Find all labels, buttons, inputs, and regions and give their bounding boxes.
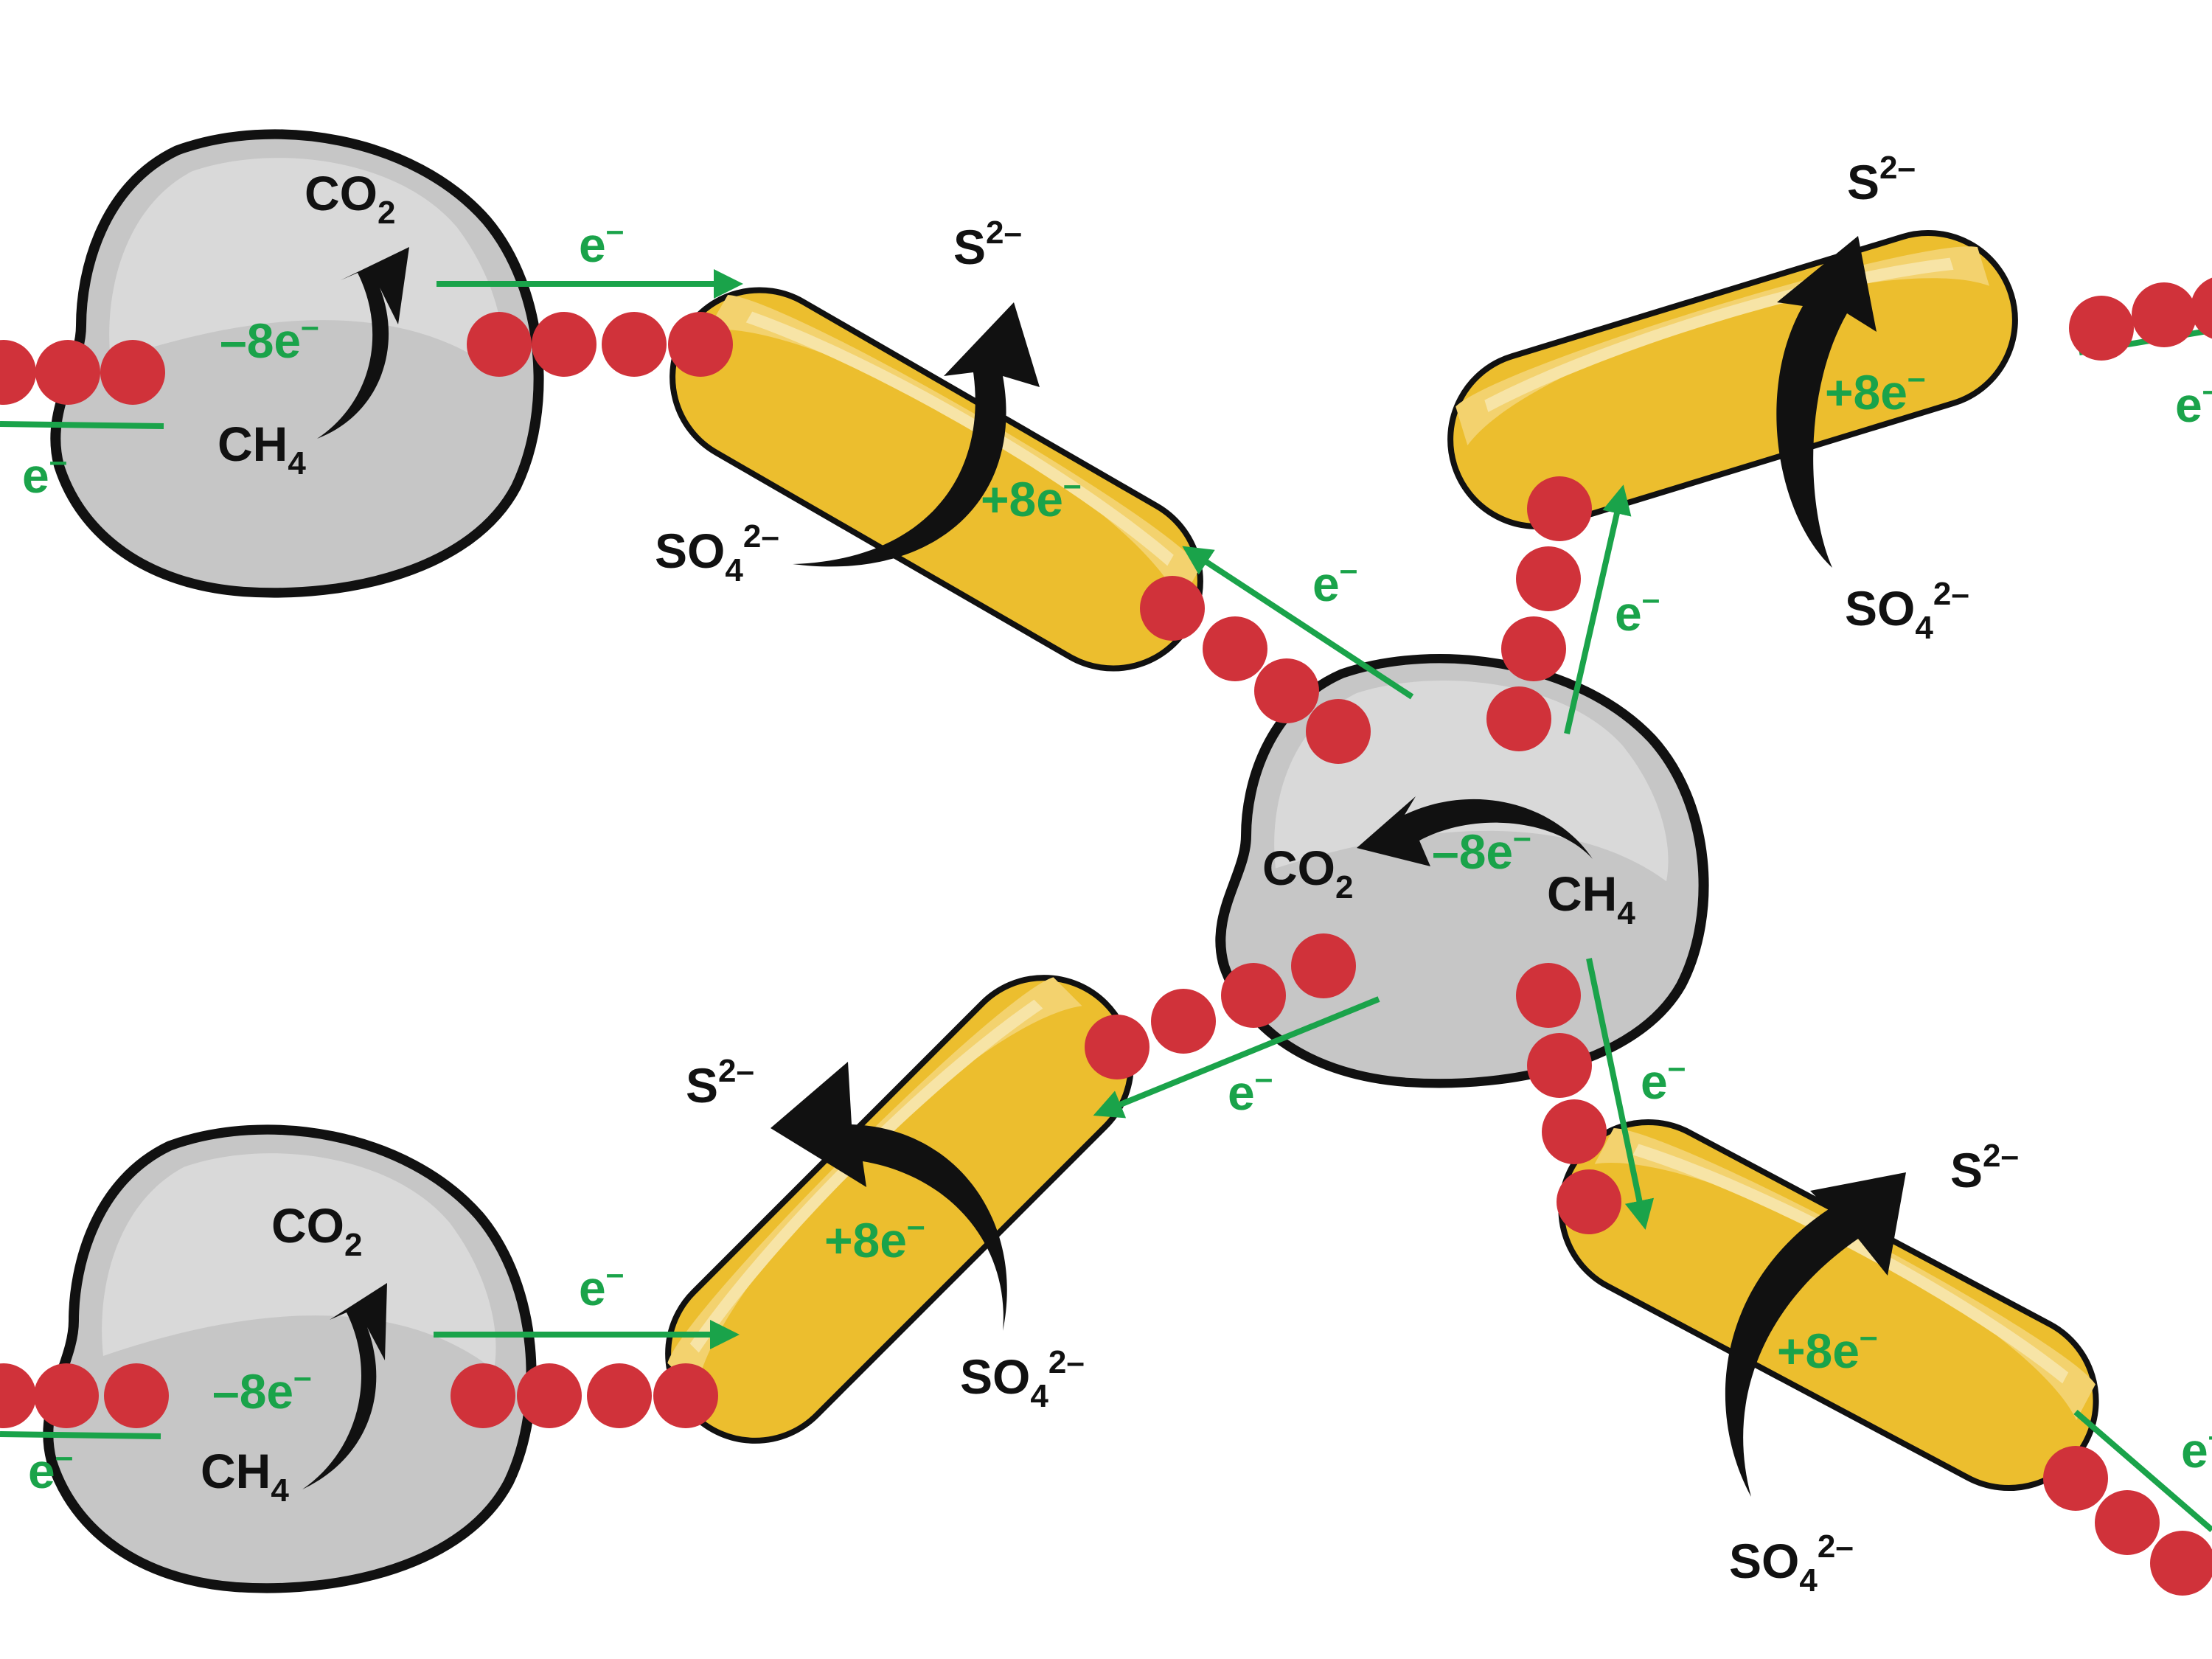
sulfate-label: SO42– bbox=[960, 1344, 1085, 1414]
curved-reaction-arrow-icon bbox=[1725, 1172, 1906, 1497]
plus-8e-label: +8e– bbox=[1777, 1318, 1877, 1378]
ch4-label: CH4 bbox=[1547, 866, 1635, 931]
electron-label: e– bbox=[2175, 372, 2212, 432]
co2-label: CO2 bbox=[1262, 841, 1353, 905]
co2-label: CO2 bbox=[271, 1198, 362, 1263]
electron-transfer-arrow-icon bbox=[1093, 996, 1380, 1119]
electron-transfer-line bbox=[2073, 1409, 2212, 1533]
minus-8e-label: –8e– bbox=[220, 308, 319, 368]
electron-transfer-line bbox=[0, 421, 164, 429]
electron-label: e– bbox=[1312, 552, 1357, 611]
curved-reaction-arrow-icon bbox=[771, 1062, 1007, 1331]
sulfide-label: S2– bbox=[1847, 150, 1916, 209]
curved-reaction-arrow-icon bbox=[1776, 236, 1877, 568]
electron-label: e– bbox=[579, 212, 624, 272]
curved-reaction-arrow-icon bbox=[302, 1283, 387, 1489]
electron-transfer-arrows bbox=[0, 269, 2212, 1533]
reaction-arrows bbox=[302, 236, 1906, 1497]
sulfide-label: S2– bbox=[1950, 1138, 2019, 1197]
minus-8e-label: –8e– bbox=[1432, 819, 1531, 879]
sulfate-label: SO42– bbox=[655, 518, 779, 588]
electron-transfer-arrow-icon bbox=[1586, 958, 1655, 1230]
sulfide-label: S2– bbox=[953, 215, 1022, 274]
nanowire-beads bbox=[0, 277, 2212, 1596]
plus-8e-label: +8e– bbox=[981, 467, 1081, 526]
sulfate-reducer-lower-right bbox=[1531, 1091, 2126, 1518]
electron-label: e– bbox=[1641, 1049, 1686, 1109]
electron-label: e– bbox=[2181, 1418, 2212, 1478]
sulfate-label: SO42– bbox=[1845, 576, 1969, 646]
ch4-label: CH4 bbox=[218, 417, 306, 481]
curved-reaction-arrow-icon bbox=[317, 247, 409, 439]
electron-transfer-arrow-icon bbox=[1564, 484, 1632, 734]
electron-labels: –8e– –8e– –8e– +8e– +8e– +8e– +8e– e– e–… bbox=[22, 212, 2212, 1498]
electron-transfer-line bbox=[0, 1431, 161, 1439]
electron-label: e– bbox=[1228, 1060, 1273, 1120]
electron-label: e– bbox=[579, 1256, 624, 1315]
sulfate-label: SO42– bbox=[1729, 1528, 1854, 1599]
chemical-labels: CO2 CH4 CO2 CH4 CO2 CH4 S2– S2– S2– S2– … bbox=[201, 150, 2019, 1599]
curved-reaction-arrow-icon bbox=[1357, 796, 1593, 866]
sulfate-reducer-top bbox=[641, 258, 1232, 700]
sulfide-label: S2– bbox=[686, 1053, 754, 1113]
plus-8e-label: +8e– bbox=[1825, 360, 1925, 420]
electron-label: e– bbox=[22, 443, 67, 503]
electron-label: e– bbox=[28, 1439, 73, 1498]
plus-8e-label: +8e– bbox=[824, 1208, 925, 1267]
curved-reaction-arrow-icon bbox=[793, 302, 1040, 567]
electron-transfer-arrow-icon bbox=[1182, 546, 1414, 700]
minus-8e-label: –8e– bbox=[212, 1359, 312, 1419]
sulfate-reducer-upper-right bbox=[1429, 212, 2037, 549]
co2-label: CO2 bbox=[305, 166, 395, 231]
ch4-label: CH4 bbox=[201, 1444, 289, 1509]
electron-label: e– bbox=[1615, 581, 1660, 641]
